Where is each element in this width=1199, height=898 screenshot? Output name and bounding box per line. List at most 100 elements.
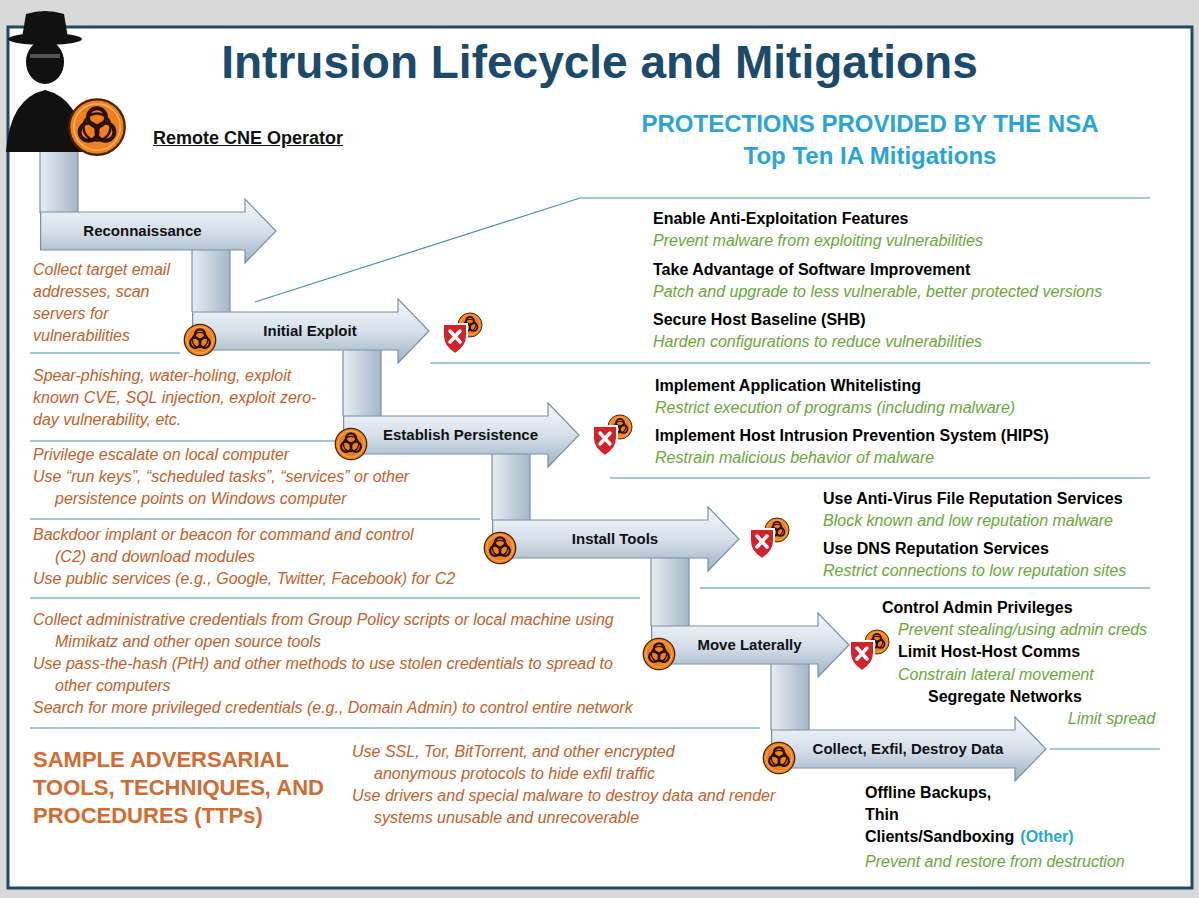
label-area: Use pass-the-hash (PtH) and other method… — [33, 653, 633, 697]
label-area: Prevent and restore from destruction — [865, 851, 1125, 873]
separator-line — [700, 587, 1150, 588]
separator-line — [255, 198, 1150, 302]
separator-line — [30, 352, 180, 353]
arrow-label: Initial Exploit — [263, 322, 356, 340]
mitigation-description: Restrain malicious behavior of malware — [655, 447, 934, 469]
mitigation-description: Restrict connections to low reputation s… — [823, 560, 1126, 582]
label-area: Implement Application Whitelisting — [655, 375, 921, 397]
ttp-note: Collect target email addresses, scan ser… — [33, 259, 175, 347]
operator-drop — [40, 150, 78, 214]
label-area: Limit Host-Host Comms — [898, 641, 1080, 663]
arrow-outline — [772, 717, 1046, 781]
connector-fill — [651, 557, 689, 627]
biohazard-icon — [69, 99, 125, 155]
arrow-outline — [41, 199, 276, 263]
diagram-title: Intrusion Lifecycle and Mitigations — [0, 34, 1199, 90]
arrow-text-area: Install Tools — [522, 520, 708, 558]
mitigation-name: Offline Backups, Thin Clients/Sandboxing — [865, 784, 1014, 845]
block-shield — [593, 426, 617, 456]
biohazard-icon — [183, 323, 217, 357]
label-area: Use drivers and special malware to destr… — [352, 785, 792, 829]
ttp-note: Collect administrative credentials from … — [33, 609, 647, 653]
stage-arrow: Initial Exploit — [192, 312, 430, 350]
ttp-note: Use drivers and special malware to destr… — [352, 785, 792, 829]
stage-arrow: Move Laterally — [651, 626, 850, 664]
mitigation-name: Enable Anti-Exploitation Features — [653, 208, 908, 230]
arrow-label: Establish Persistence — [383, 426, 538, 444]
stage-connector — [192, 249, 230, 313]
subtitle: PROTECTIONS PROVIDED BY THE NSA Top Ten … — [640, 108, 1100, 172]
connector-edge — [688, 558, 689, 626]
mitigation-description: Block known and low reputation malware — [823, 510, 1113, 532]
stage-connector — [651, 557, 689, 627]
label-area: Privilege escalate on local computer — [33, 444, 333, 466]
label-area: Backdoor implant or beacon for command a… — [33, 524, 433, 568]
mitigation-description: Patch and upgrade to less vulnerable, be… — [653, 281, 1102, 303]
separator-line — [30, 597, 640, 598]
label-area: Enable Anti-Exploitation Features — [653, 208, 908, 230]
label-area: Limit spread — [1068, 708, 1155, 730]
arrow-label: Move Laterally — [697, 636, 801, 654]
mitigation-description: Harden configurations to reduce vulnerab… — [653, 331, 982, 353]
operator-label: Remote CNE Operator — [153, 127, 343, 149]
biohazard-symbol — [184, 324, 215, 355]
category-tag: (Other) — [1020, 828, 1073, 845]
ttp-note: Use public services (e.g., Google, Twitt… — [33, 568, 553, 590]
ttp-note: Use SSL, Tor, BitTorrent, and other encr… — [352, 741, 747, 785]
operator-drop-edge — [40, 150, 78, 213]
block-shield — [443, 324, 467, 354]
separator-line — [430, 362, 1150, 363]
ttp-note: Use pass-the-hash (PtH) and other method… — [33, 653, 633, 697]
arrow-text-area: Collect, Exfil, Destroy Data — [801, 730, 1015, 768]
biohazard-icon — [334, 427, 368, 461]
arrow-text-area: Establish Persistence — [373, 416, 548, 454]
arrow-label: Collect, Exfil, Destroy Data — [813, 740, 1004, 758]
ttp-note: Spear-phishing, water-holing, exploit kn… — [33, 365, 323, 431]
label-area: Restrain malicious behavior of malware — [655, 447, 934, 469]
mitigation-description: Limit spread — [1068, 708, 1155, 730]
mitigation-name: Implement Application Whitelisting — [655, 375, 921, 397]
arrow-label: Install Tools — [572, 530, 658, 548]
label-area: Segregate Networks — [928, 686, 1082, 708]
label-area: Use public services (e.g., Google, Twitt… — [33, 568, 553, 590]
stage-arrow: Reconnaissance — [40, 212, 277, 250]
ttp-note: Privilege escalate on local computer — [33, 444, 333, 466]
connector-edge — [191, 250, 192, 312]
separator-line — [30, 518, 480, 519]
stage-connector — [492, 453, 530, 521]
separator-line — [30, 727, 760, 728]
label-area: Remote CNE Operator — [153, 127, 343, 149]
title-area: Intrusion Lifecycle and Mitigations — [0, 34, 1199, 90]
label-area: Restrict execution of programs (includin… — [655, 397, 1015, 419]
mitigation-description: Constrain lateral movement — [898, 664, 1094, 686]
panel — [8, 27, 1192, 888]
hacker-glasses — [30, 54, 60, 58]
separator-line — [30, 440, 336, 441]
arrow-label: Reconnaissance — [83, 222, 201, 240]
stage-arrow: Collect, Exfil, Destroy Data — [771, 730, 1047, 768]
arrow-outline — [652, 613, 849, 677]
label-area: Use Anti-Virus File Reputation Services — [823, 488, 1123, 510]
biohazard-symbol — [643, 638, 674, 669]
connector-fill — [343, 349, 381, 417]
label-area: Secure Host Baseline (SHB) — [653, 309, 866, 331]
ttp-note: Use “run keys”, “scheduled tasks”, “serv… — [33, 466, 478, 510]
biohazard-symbol — [763, 742, 794, 773]
connector-edge — [229, 250, 230, 312]
separator-line — [610, 477, 1150, 478]
label-area: Prevent stealing/using admin creds — [898, 619, 1147, 641]
stage-arrow: Establish Persistence — [343, 416, 580, 454]
biohazard-symbol — [484, 532, 515, 563]
mitigation-name: Use Anti-Virus File Reputation Services — [823, 488, 1123, 510]
stage-arrow: Install Tools — [492, 520, 740, 558]
biohazard-symbol — [335, 428, 366, 459]
arrow-outline — [344, 403, 579, 467]
label-area: Use DNS Reputation Services — [823, 538, 1049, 560]
label-area: Implement Host Intrusion Prevention Syst… — [655, 425, 1049, 447]
label-area: Control Admin Privileges — [882, 597, 1073, 619]
label-area: Spear-phishing, water-holing, exploit kn… — [33, 365, 323, 431]
label-area: Prevent malware from exploiting vulnerab… — [653, 230, 983, 252]
connector-edge — [342, 350, 343, 416]
connector-edge — [808, 664, 809, 730]
